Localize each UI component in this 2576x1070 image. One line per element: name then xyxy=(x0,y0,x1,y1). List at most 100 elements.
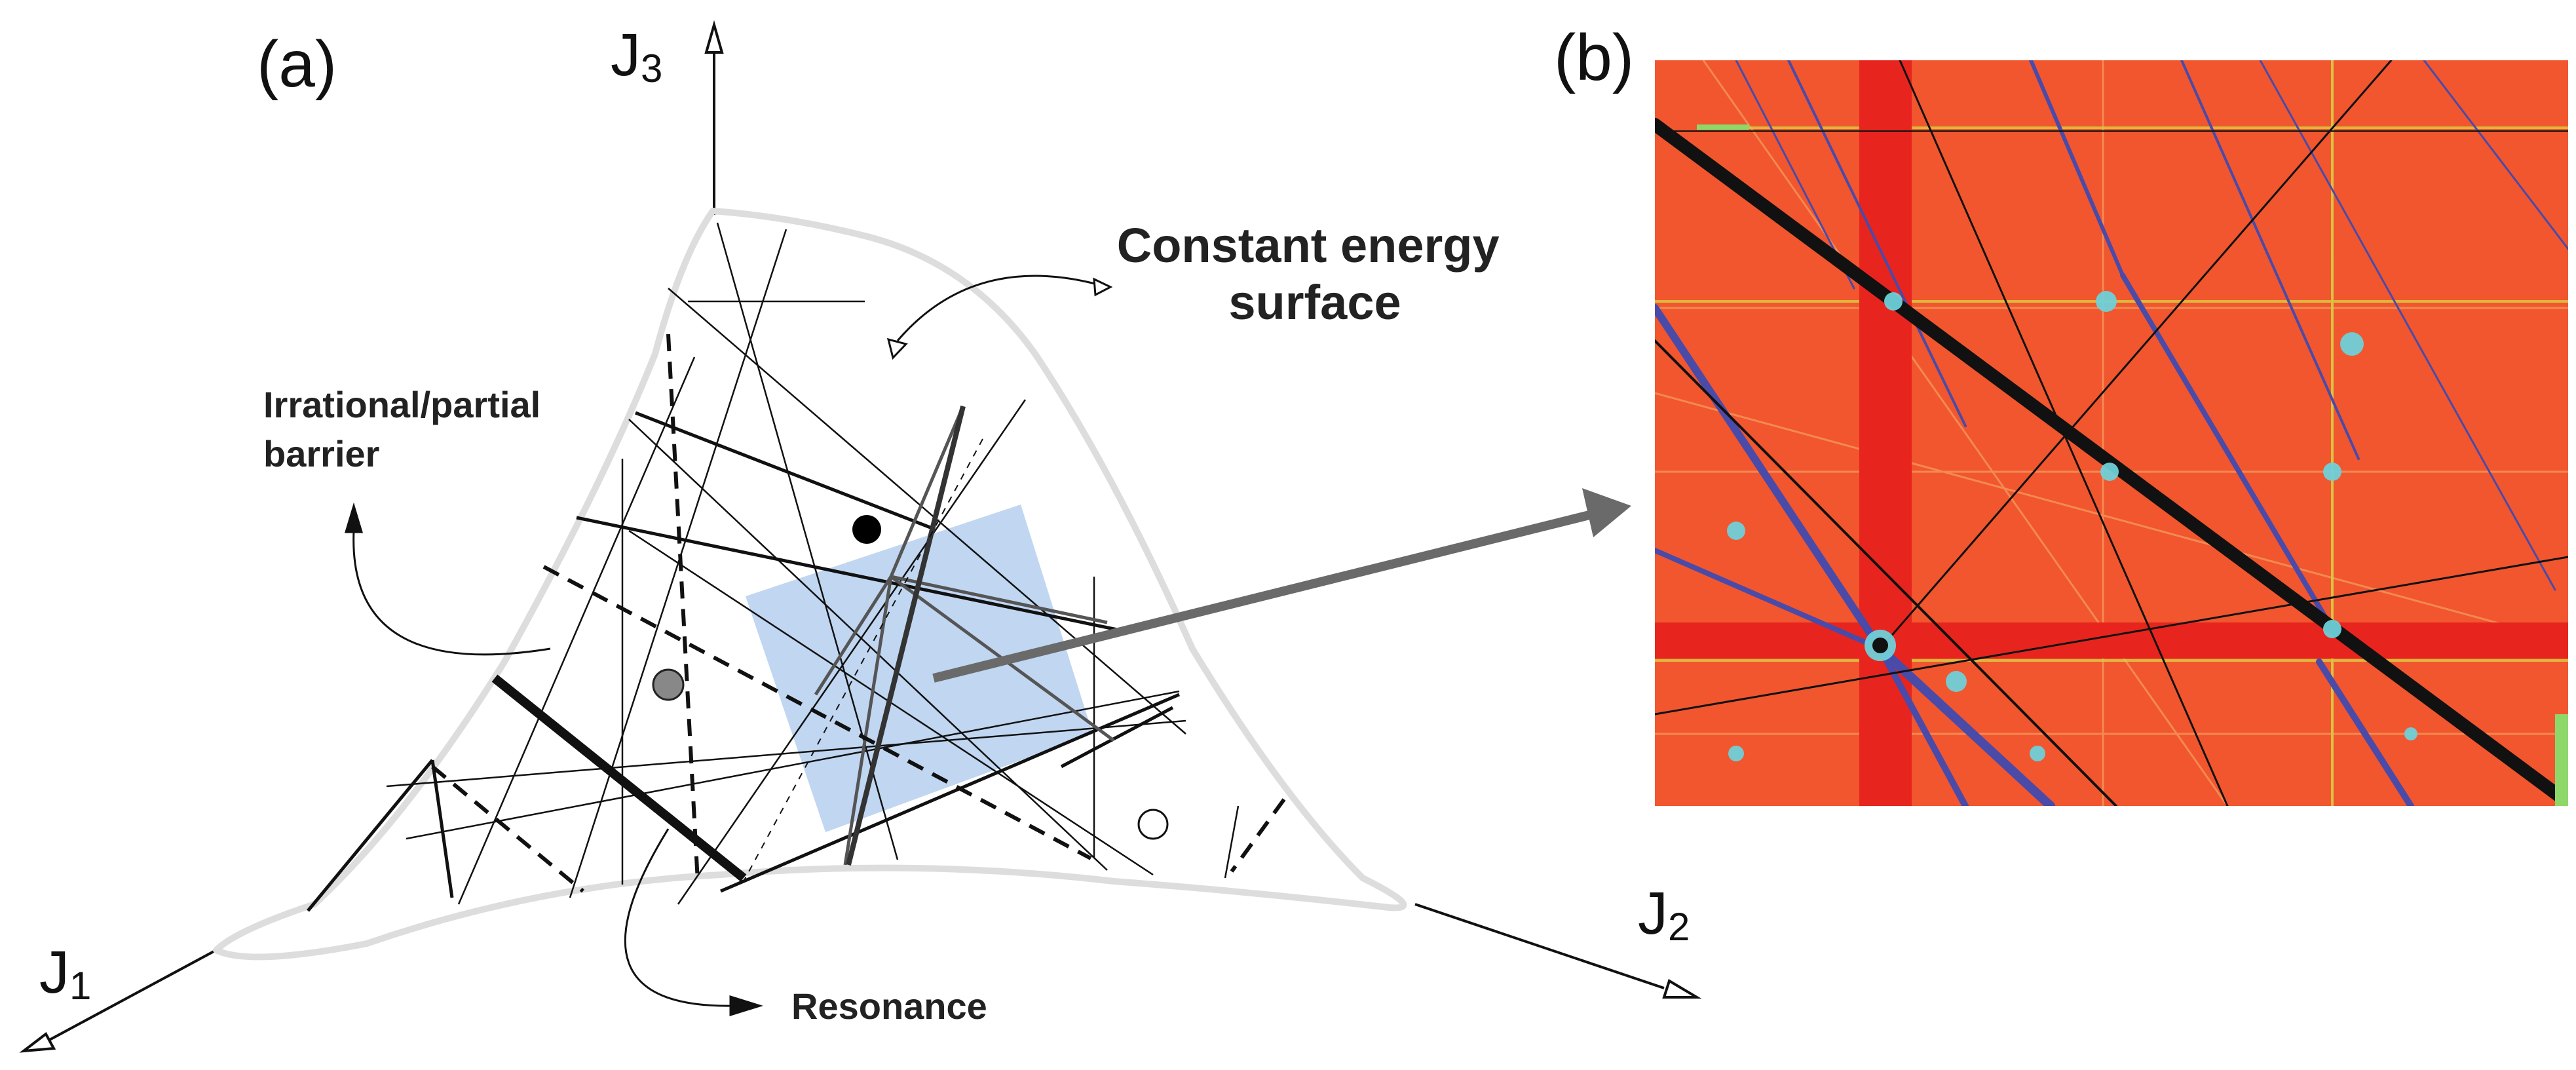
map-junction xyxy=(1728,746,1744,761)
gray-circle-icon xyxy=(652,668,685,701)
resonance-pointer-head-icon xyxy=(729,995,764,1017)
j1-label-main: J xyxy=(39,939,69,1006)
map-junction xyxy=(2323,620,2341,638)
map-junction xyxy=(2404,727,2417,740)
resonance-line xyxy=(1224,805,1240,879)
resonance-line xyxy=(1060,706,1174,769)
map-blue-line xyxy=(1655,304,1884,653)
map-dark-line xyxy=(1655,339,2117,806)
map-vertical-band xyxy=(1859,60,1912,806)
energy-surface-pointer xyxy=(896,275,1108,341)
map-junction xyxy=(2323,463,2341,481)
resonance-line xyxy=(628,419,1108,871)
connector-arrow xyxy=(932,488,1631,683)
panel-label-b: (b) xyxy=(1554,21,1634,94)
j1-arrowhead-icon xyxy=(19,1031,56,1053)
resonance-dashed-line xyxy=(431,765,584,893)
map-blue-line xyxy=(2316,659,2414,806)
map-dark-line xyxy=(1879,60,2393,650)
constant-energy-label: Constant energy surface xyxy=(1117,218,1513,330)
j1-label-sub: 1 xyxy=(69,964,91,1008)
barrier-label: Irrational/partial barrier xyxy=(263,384,551,474)
j2-axis-label: J2 xyxy=(1638,880,1690,949)
map-blue-line xyxy=(1877,645,1969,806)
barrier-pointer-head-icon xyxy=(344,502,364,533)
j2-axis-line xyxy=(1414,903,1665,989)
j1-axis-label: J1 xyxy=(39,939,91,1008)
resonance-line-thick xyxy=(846,406,966,866)
j2-label-main: J xyxy=(1638,880,1668,947)
map-blue-line xyxy=(1655,548,1883,651)
resonance-line xyxy=(720,693,1180,893)
coordinate-axes xyxy=(19,20,1702,1053)
open-circle-icon xyxy=(1137,809,1169,840)
resonance-line xyxy=(307,759,434,912)
resonance-dashed-line xyxy=(1230,798,1286,873)
map-junction-core xyxy=(1872,638,1888,653)
barrier-pointer xyxy=(352,530,551,656)
map-junction xyxy=(2030,746,2045,761)
resonance-line-thick xyxy=(491,674,747,882)
resonance-dashed-line xyxy=(743,438,983,882)
map-junction xyxy=(1727,522,1745,540)
map-blue-line xyxy=(1787,60,1967,427)
map-blue-line xyxy=(2423,60,2568,250)
map-junction xyxy=(1884,292,1903,311)
resonance-line xyxy=(716,222,899,860)
map-texture-line xyxy=(1702,60,2229,806)
resonance-line xyxy=(457,356,696,905)
panel-b: (b) xyxy=(1554,21,2568,806)
j3-label-main: J xyxy=(611,22,641,88)
barrier-label-line2: barrier xyxy=(263,433,379,474)
j3-arrowhead-icon xyxy=(704,20,724,54)
resonance-line xyxy=(814,575,893,696)
constant-energy-label-line1: Constant energy xyxy=(1117,218,1500,273)
map-junction xyxy=(1946,671,1967,692)
map-horizontal-band xyxy=(1655,622,2568,659)
resonance-line xyxy=(386,719,1186,788)
map-blue-line xyxy=(2120,273,2335,632)
constant-energy-label-line2: surface xyxy=(1228,275,1401,330)
map-dark-line xyxy=(1899,60,2229,806)
annotation-pointers xyxy=(344,275,1113,1017)
resonance-line xyxy=(889,406,965,577)
energy-pointer-head-icon xyxy=(886,337,908,360)
resonance-line xyxy=(843,576,893,866)
map-junction xyxy=(2340,332,2364,356)
j2-arrowhead-icon xyxy=(1662,978,1702,999)
panel-label-a: (a) xyxy=(257,28,337,101)
resonance-line xyxy=(677,399,1027,905)
resonance-label: Resonance xyxy=(791,985,987,1027)
resonance-dashed-line xyxy=(542,565,1092,860)
map-blue-line xyxy=(1876,644,2055,806)
barrier-label-line1: Irrational/partial xyxy=(263,384,540,425)
j3-label-sub: 3 xyxy=(641,47,662,90)
connector-arrowhead-icon xyxy=(1582,488,1631,537)
map-texture-line xyxy=(1655,392,2568,643)
black-circle-icon xyxy=(852,515,881,544)
j2-label-sub: 2 xyxy=(1668,905,1690,949)
map-edge-accent xyxy=(1697,124,1749,130)
resonance-line xyxy=(576,516,1131,634)
resonance-line xyxy=(668,288,1186,735)
map-blue-line xyxy=(2180,60,2360,460)
resonance-line xyxy=(635,411,931,529)
stability-map xyxy=(1655,60,2568,806)
map-blue-line xyxy=(2259,60,2556,591)
constant-energy-surface xyxy=(213,208,1407,961)
connector-arrow-line xyxy=(932,510,1593,683)
map-blue-line xyxy=(2029,60,2125,277)
map-junction xyxy=(2096,291,2117,312)
resonance-network xyxy=(307,222,1286,912)
j3-axis-label: J3 xyxy=(611,22,662,90)
panel-a: (a) J3 J1 J2 Constant energy surface Irr… xyxy=(19,20,1702,1053)
resonance-line xyxy=(430,759,454,898)
energy-pointer-tail-icon xyxy=(1093,277,1113,297)
map-dark-line xyxy=(1655,556,2568,716)
resonance-dashed-line xyxy=(666,334,700,882)
resonance-pointer xyxy=(624,828,734,1007)
resonance-line xyxy=(406,690,1180,840)
map-junction xyxy=(2100,463,2119,481)
j1-axis-line xyxy=(45,949,217,1043)
